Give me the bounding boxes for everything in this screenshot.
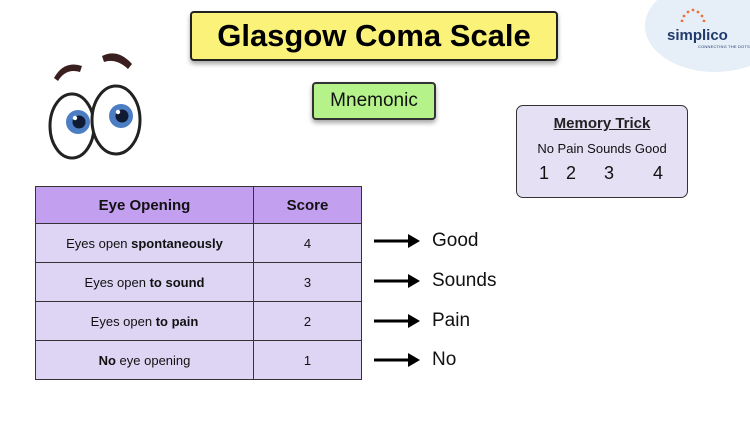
table-row: Eyes open spontaneously 4 [35,223,362,263]
logo-dots-icon [680,8,706,22]
score-cell: 4 [253,223,362,263]
memory-number-4: 4 [653,163,664,183]
score-cell: 1 [253,340,362,380]
score-cell: 3 [253,262,362,302]
title-box: Glasgow Coma Scale [190,11,558,61]
mnemonic-word: Sounds [432,270,497,291]
right-arrow-icon [374,353,420,367]
right-arrow-icon [374,314,420,328]
mnemonic-word: No [432,349,457,370]
column-header-eye-opening: Eye Opening [35,186,254,224]
response-cell: Eyes open to pain [35,301,254,341]
arrow-row-pain: Pain [372,310,470,332]
table-row: Eyes open to sound 3 [35,262,362,302]
column-header-score: Score [253,186,362,224]
arrow-row-no: No [372,349,456,371]
mnemonic-label-box: Mnemonic [312,82,436,120]
mnemonic-label: Mnemonic [330,90,418,111]
arrow-row-sounds: Sounds [372,270,496,292]
memory-number-2: 2 [566,163,577,183]
table-header-row: Eye Opening Score [35,186,362,224]
score-cell: 2 [253,301,362,341]
memory-trick-heading: Memory Trick [553,115,651,132]
mnemonic-word: Pain [432,310,471,331]
response-cell: Eyes open spontaneously [35,223,254,263]
memory-trick-box: Memory Trick No Pain Sounds Good 1 2 3 4 [516,105,688,198]
eye-opening-table: Eye Opening Score Eyes open spontaneousl… [35,186,362,380]
right-arrow-icon [374,234,420,248]
logo-tagline: CONNECTING THE DOTS [698,44,750,49]
response-cell: Eyes open to sound [35,262,254,302]
logo-wordmark: simplico [667,27,728,44]
arrow-row-good: Good [372,230,478,252]
memory-number-1: 1 [539,163,550,183]
cartoon-eyes-illustration [48,53,142,160]
table-row: No eye opening 1 [35,340,362,380]
page-title: Glasgow Coma Scale [217,18,531,53]
table-row: Eyes open to pain 2 [35,301,362,341]
response-cell: No eye opening [35,340,254,380]
memory-trick-words: No Pain Sounds Good [537,141,667,156]
memory-number-3: 3 [604,163,615,183]
mnemonic-word: Good [432,230,479,251]
right-arrow-icon [374,274,420,288]
